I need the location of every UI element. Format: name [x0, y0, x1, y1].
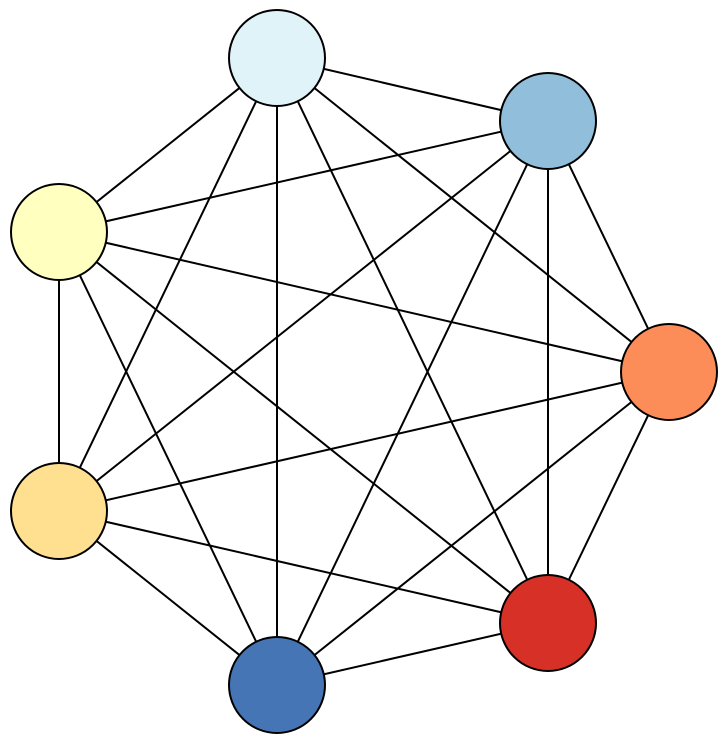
edge-n1-n3: [276, 57, 670, 373]
node-n1: [228, 9, 326, 107]
nodes: [10, 9, 718, 734]
edge-n3-n6: [58, 371, 670, 512]
edge-n3-n7: [58, 231, 670, 373]
edge-n4-n6: [58, 510, 549, 624]
edge-n1-n6: [58, 57, 278, 512]
edge-n2-n5: [276, 120, 549, 686]
edge-n2-n6: [58, 120, 549, 512]
edge-n1-n4: [276, 57, 549, 624]
edge-n2-n7: [58, 120, 549, 233]
node-n2: [499, 72, 597, 170]
node-n5: [228, 636, 326, 734]
edge-n4-n7: [58, 231, 549, 624]
node-n6: [10, 462, 108, 560]
edge-n5-n7: [58, 231, 278, 686]
node-n4: [499, 574, 597, 672]
node-n7: [10, 183, 108, 281]
edge-n3-n5: [276, 371, 670, 686]
node-n3: [620, 323, 718, 421]
